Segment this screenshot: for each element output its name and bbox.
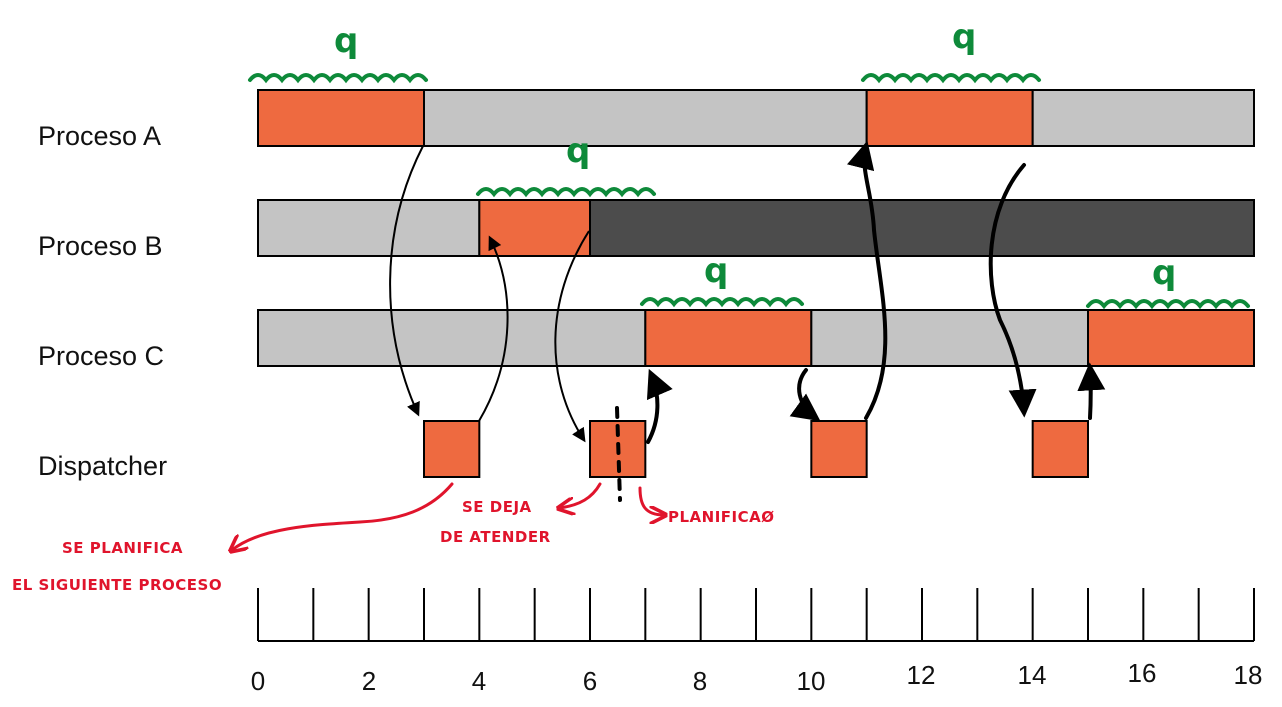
axis-ticks: [257, 588, 1255, 641]
segment-a-running: [257, 89, 425, 147]
stop-attending-note-line1: SE DEJA: [462, 498, 532, 516]
handdrawn-arrows: [646, 140, 1106, 444]
stop-attending-note-line2: DE ATENDER: [440, 528, 551, 546]
quantum-squiggle: [248, 73, 428, 84]
segment-b-running: [478, 199, 592, 257]
process-c-label: Proceso C: [38, 341, 164, 371]
axis-tick-labels: 0 2 4 6 8 10 12 14 16 18: [251, 658, 1263, 696]
tick-label-2: 2: [362, 666, 376, 696]
timeline-segments: [257, 89, 1255, 478]
segment-c-ready: [810, 309, 1089, 367]
red-annotation-arrows: [232, 482, 664, 550]
segment-d-running: [423, 420, 481, 478]
red-annotations: SE PLANIFICA EL SIGUIENTE PROCESO SE DEJ…: [12, 498, 775, 594]
segment-c-running: [644, 309, 813, 367]
tick-label-0: 0: [251, 666, 265, 696]
quantum-squiggle: [861, 73, 1041, 84]
tick-label-14: 14: [1018, 660, 1047, 690]
quantum-squiggle: [476, 187, 656, 198]
scheduled-note: PLANIFICAØ: [668, 508, 775, 526]
quantum-squiggle: [640, 297, 804, 308]
quantum-label: q: [566, 131, 590, 171]
tick-label-12: 12: [907, 660, 936, 690]
arrow-to-stop-attending-note: [560, 482, 602, 508]
next-process-note-line2: EL SIGUIENTE PROCESO: [12, 576, 222, 594]
segment-c-ready: [257, 309, 647, 367]
quantum-marks: [248, 73, 1250, 310]
quantum-labels: q q q q q: [334, 17, 1176, 293]
tick-label-6: 6: [583, 666, 597, 696]
tick-label-8: 8: [693, 666, 707, 696]
segment-b-ready: [257, 199, 481, 257]
process-b-label: Proceso B: [38, 231, 163, 261]
tick-label-18: 18: [1234, 660, 1263, 690]
dispatcher-label: Dispatcher: [38, 451, 167, 481]
arrow-to-scheduled-note: [638, 486, 664, 515]
quantum-label: q: [952, 17, 976, 57]
arrow-b-to-dispatcher: [554, 230, 590, 443]
quantum-label: q: [1152, 253, 1176, 293]
arrow-to-next-process-note: [232, 482, 454, 550]
segment-a-ready: [423, 89, 868, 147]
arrow-dispatcher-to-c-2: [1077, 362, 1106, 420]
arrow-c-to-dispatcher: [789, 368, 821, 422]
segment-a-running: [865, 89, 1034, 147]
tick-label-10: 10: [797, 666, 826, 696]
quantum-label: q: [334, 21, 358, 61]
context-switch-dashed-line: [615, 406, 622, 502]
arrow-dispatcher-to-c: [646, 368, 673, 444]
segment-d-running: [1031, 420, 1089, 478]
transition-arrows: [389, 145, 590, 443]
segment-c-running: [1087, 309, 1255, 367]
process-a-label: Proceso A: [38, 121, 161, 151]
arrow-a-to-dispatcher-2: [988, 163, 1037, 418]
tick-label-16: 16: [1128, 658, 1157, 688]
arrow-dispatcher-to-a: [846, 140, 888, 420]
segment-a-ready: [1031, 89, 1255, 147]
arrow-a-to-dispatcher: [389, 145, 424, 417]
tick-label-4: 4: [472, 666, 486, 696]
quantum-label: q: [704, 251, 728, 291]
arrow-dispatcher-to-b: [478, 235, 509, 422]
quantum-squiggle: [1086, 299, 1250, 310]
segment-d-running: [810, 420, 868, 478]
segment-b-blocked: [589, 199, 1255, 257]
next-process-note-line1: SE PLANIFICA: [62, 539, 183, 557]
